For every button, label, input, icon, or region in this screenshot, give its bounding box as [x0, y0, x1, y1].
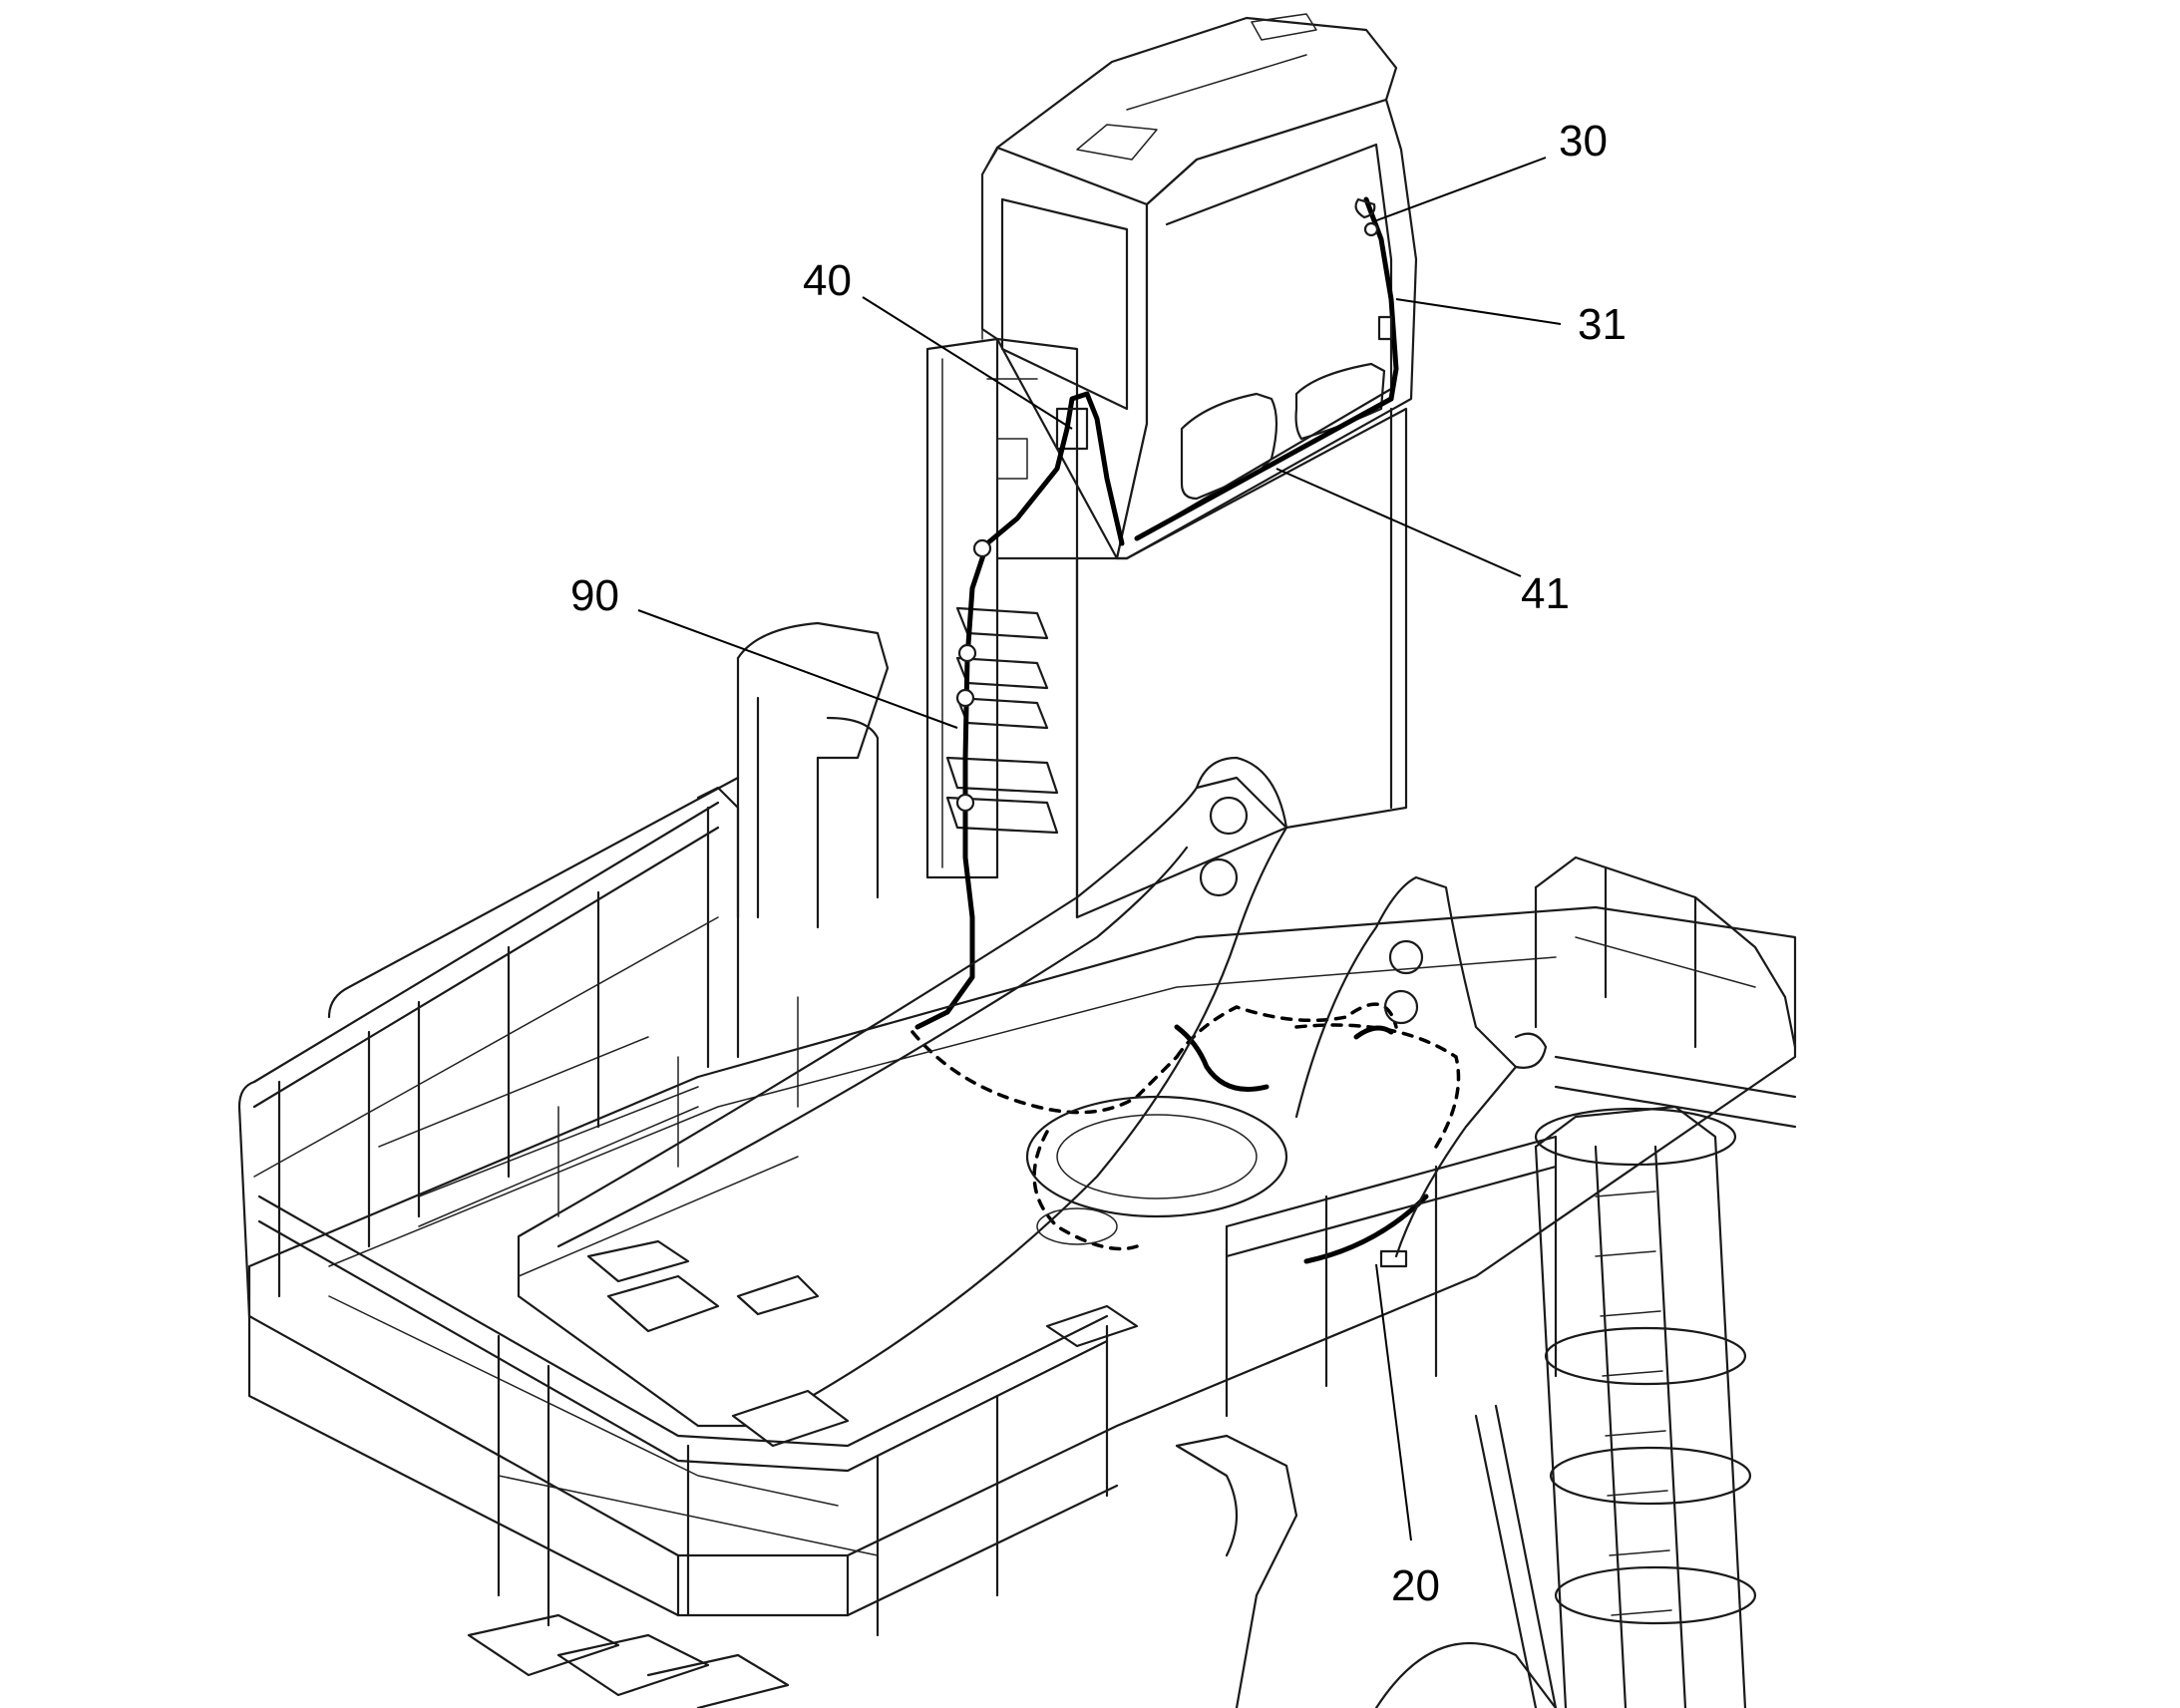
cab-support-tower — [925, 337, 1408, 919]
machine-platform — [247, 756, 1797, 1708]
handrail-left — [237, 776, 1109, 1637]
wiring-harness — [910, 196, 1461, 1268]
callout-40: 40 — [803, 256, 852, 305]
callout-labels: 30 31 40 41 90 20 — [570, 117, 1627, 1610]
leader-31 — [1395, 298, 1562, 325]
leader-20 — [1375, 1263, 1412, 1541]
callout-20: 20 — [1391, 1561, 1440, 1610]
leader-lines — [637, 157, 1562, 1541]
callout-90: 90 — [570, 571, 619, 620]
handrail-right — [1225, 855, 1797, 1418]
callout-41: 41 — [1521, 569, 1570, 618]
leader-40 — [862, 296, 1073, 430]
callout-31: 31 — [1578, 300, 1627, 349]
access-ladder — [1474, 1105, 1757, 1708]
leader-30 — [1373, 157, 1547, 222]
leader-41 — [1275, 468, 1522, 577]
rear-guard-left — [736, 621, 890, 929]
operator-cab — [980, 13, 1418, 560]
callout-30: 30 — [1559, 117, 1608, 166]
leader-90 — [637, 609, 958, 729]
